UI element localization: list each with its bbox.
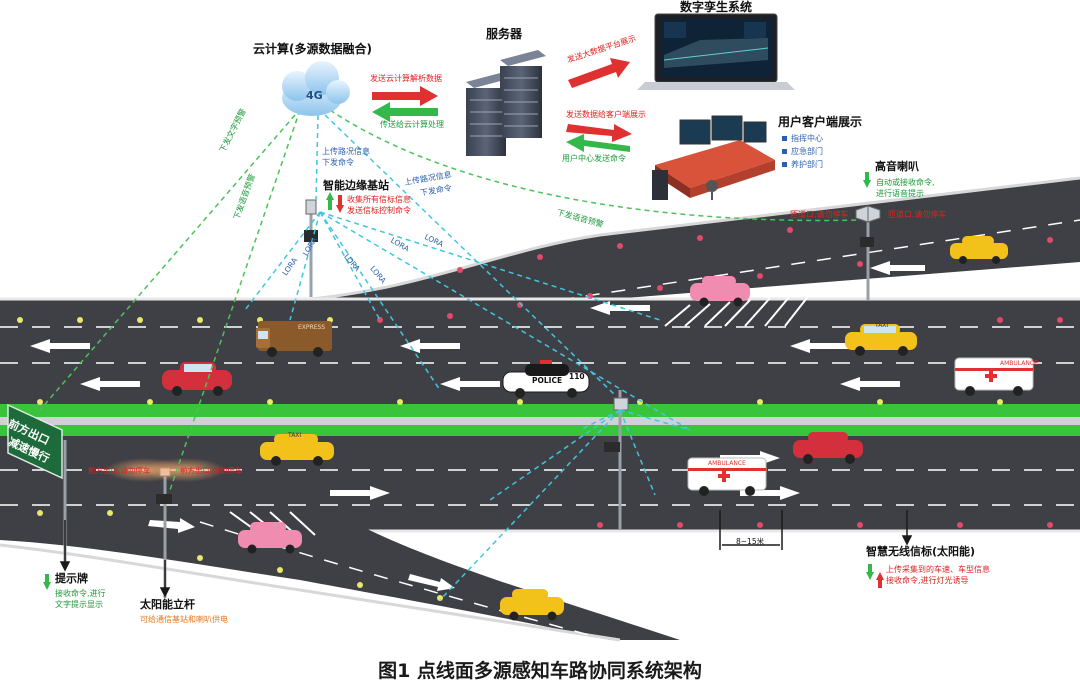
cloud-title: 云计算(多源数据融合) [253,42,372,56]
laptop-icon [637,13,795,90]
upper-ramp-edge [299,176,1080,302]
pink-car-upper [690,276,750,307]
solar-pole-title: 太阳能立杆 [140,598,195,611]
send-client-label: 发送数据给客户端展示 [566,110,646,119]
green-median-1 [0,404,1080,417]
upper-ramp-lane [559,219,1080,301]
beacon-line1: 上传采集到的车速、车型信息 [886,565,990,574]
flow-arrows [372,58,632,152]
solar-warn-left: 前方出口,请勿停车 [88,466,151,475]
police-number: 110 [569,372,585,381]
pointer-lines [59,510,913,598]
client-send-label: 用户中心发送命令 [562,154,626,163]
client-item-1: 指挥中心 [782,134,823,144]
server-title: 服务器 [486,27,523,41]
signal-links [39,109,861,601]
figure-caption: 图1 点线面多源感知车路协同系统架构 [378,660,702,682]
edge-upload-1: 上传路况信息 [322,147,370,156]
send-parse-label: 发送云计算解析数据 [370,74,442,83]
ambulance-label-bottom: AMBULANCE [708,460,746,467]
digital-twin-title: 数字孪生系统 [680,0,753,14]
police-label: POLICE [532,376,563,385]
red-car-bottom [793,432,863,464]
taxi-ramp [500,589,564,621]
beacon-title: 智慧无线信标(太阳能) [866,545,976,558]
road-arrows [30,261,925,591]
edge-down-1: 下发命令 [322,158,354,167]
lower-ramp [0,515,680,640]
receive-process-label: 传送给云计算处理 [380,120,444,129]
beacon-line2: 接收命令,进行灯光诱导 [886,576,969,585]
solar-warn-right: 前方出口,请勿停车 [180,466,243,475]
sign-desc2: 文字提示显示 [55,600,103,609]
pink-car-ramp [238,522,302,554]
taxi-label-2: TAXI [288,432,302,439]
control-desk-icon [652,115,775,200]
express-label: EXPRESS [298,324,326,331]
cloud-icon [282,61,350,116]
speaker-line1: 自动或接收命令, [876,178,935,187]
ambulance-top [954,357,1034,396]
solar-pole [105,458,225,598]
median-divider [0,417,1080,425]
express-van [256,321,332,357]
beacon-distance: 8~15米 [736,537,765,546]
green-median-2 [0,425,1080,436]
sign-desc1: 接收命令,进行 [55,589,106,598]
lower-ramp-edge [0,543,621,642]
red-car-top [162,362,232,396]
sign-title: 提示牌 [55,572,88,585]
speaker-broadcast-left: 匝道口,请勿停车 [790,210,849,219]
alert-arrows [43,172,884,590]
client-item-3: 养护部门 [782,160,823,170]
beacon-dots [17,227,1063,601]
server-icon [466,50,546,156]
cloud-label-4g: 4G [306,89,323,102]
ambulance-bottom [687,457,767,496]
solar-pole-desc: 可给通信基站和喇叭供电 [140,615,228,624]
edge-station-title: 智能边缘基站 [323,179,389,192]
speaker-broadcast-right: 匝道口,请勿停车 [888,210,947,219]
speaker-line2: 进行语音提示 [876,189,924,198]
taxi-upper-right [950,236,1008,264]
taxi-top-right [845,324,917,356]
taxi-label-1: TAXI [875,322,889,329]
center-pole [604,390,629,530]
taxi-bottom-left [260,434,334,466]
ambulance-label-top: AMBULANCE [1000,360,1038,367]
client-item-2: 应急部门 [782,147,823,157]
gore-hatch-top [664,293,811,327]
speaker-title: 高音喇叭 [875,160,919,173]
police-car [502,360,590,398]
speaker-pole [855,205,881,300]
edge-station-line2: 发送信标控制命令 [347,206,411,215]
edge-station-line1: 收集所有信标信息 [347,195,411,204]
client-display-title: 用户客户端展示 [778,115,863,129]
